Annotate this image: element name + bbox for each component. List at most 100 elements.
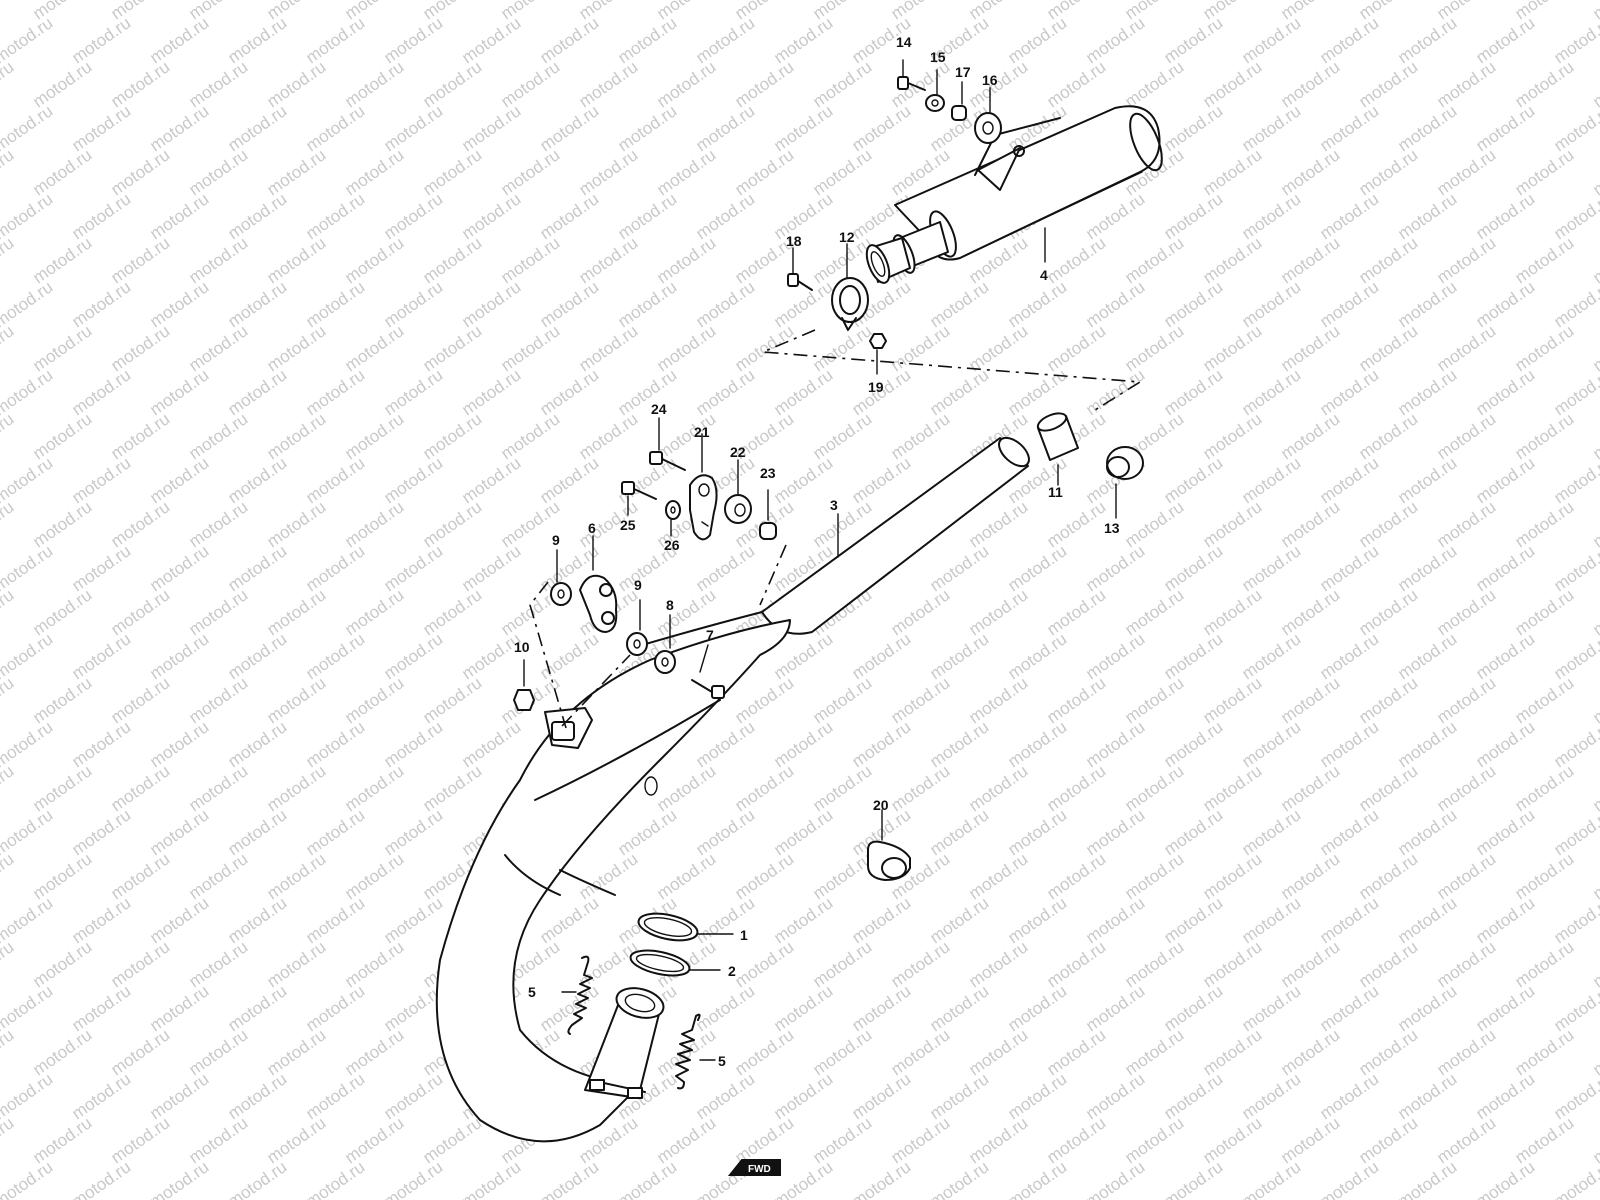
watermark-text: motod.ru <box>1238 101 1304 155</box>
watermark-text: motod.ru <box>692 1069 758 1123</box>
watermark-text: motod.ru <box>770 717 836 771</box>
watermark-text: motod.ru <box>1199 937 1265 991</box>
watermark-text: motod.ru <box>1043 1025 1109 1079</box>
watermark-text: motod.ru <box>68 805 134 859</box>
watermark-text: motod.ru <box>926 1069 992 1123</box>
callout-8: 8 <box>666 597 674 613</box>
watermark-text: motod.ru <box>458 101 524 155</box>
watermark-text: motod.ru <box>809 57 875 111</box>
watermark-text: motod.ru <box>692 365 758 419</box>
watermark-text: motod.ru <box>263 1113 329 1167</box>
watermark-text: motod.ru <box>926 629 992 683</box>
watermark-text: motod.ru <box>809 1113 875 1167</box>
watermark-text: motod.ru <box>263 937 329 991</box>
callout-25: 25 <box>620 517 636 533</box>
watermark-text: motod.ru <box>302 13 368 67</box>
watermark-text: motod.ru <box>380 717 446 771</box>
washer-26 <box>665 500 681 537</box>
watermark-text: motod.ru <box>263 1025 329 1079</box>
callout-5-right: 5 <box>718 1053 726 1069</box>
watermark-text: motod.ru <box>458 541 524 595</box>
watermark-text: motod.ru <box>263 497 329 551</box>
watermark-text: motod.ru <box>107 1025 173 1079</box>
watermark-text: motod.ru <box>1121 937 1187 991</box>
watermark-text: motod.ru <box>1433 409 1499 463</box>
watermark-text: motod.ru <box>0 1157 56 1200</box>
bolt-7 <box>691 644 725 699</box>
watermark-text: motod.ru <box>1589 233 1600 287</box>
watermark-text: motod.ru <box>731 761 797 815</box>
watermark-text: motod.ru <box>419 145 485 199</box>
watermark-text: motod.ru <box>0 0 17 23</box>
watermark-text: motod.ru <box>107 849 173 903</box>
watermark-text: motod.ru <box>185 409 251 463</box>
assembly-line-3 <box>529 581 567 729</box>
watermark-text: motod.ru <box>1433 1025 1499 1079</box>
watermark-text: motod.ru <box>1277 409 1343 463</box>
watermark-text: motod.ru <box>107 1113 173 1167</box>
watermark-text: motod.ru <box>1082 629 1148 683</box>
watermark-text: motod.ru <box>887 937 953 991</box>
watermark-text: motod.ru <box>185 673 251 727</box>
watermark-text: motod.ru <box>731 1025 797 1079</box>
watermark-text: motod.ru <box>1004 1157 1070 1200</box>
watermark-text: motod.ru <box>68 629 134 683</box>
watermark-text: motod.ru <box>887 761 953 815</box>
watermark-text: motod.ru <box>1394 277 1460 331</box>
watermark-text: motod.ru <box>185 321 251 375</box>
watermark-text: motod.ru <box>1121 321 1187 375</box>
watermark-text: motod.ru <box>1550 981 1600 1035</box>
watermark-text: motod.ru <box>419 761 485 815</box>
watermark-text: motod.ru <box>1004 13 1070 67</box>
watermark-text: motod.ru <box>224 101 290 155</box>
watermark-text: motod.ru <box>848 629 914 683</box>
watermark-text: motod.ru <box>1199 409 1265 463</box>
watermark-text: motod.ru <box>0 409 17 463</box>
watermark-text: motod.ru <box>107 57 173 111</box>
collar-23 <box>759 489 777 540</box>
watermark-text: motod.ru <box>1355 761 1421 815</box>
watermark-text: motod.ru <box>380 629 446 683</box>
watermark-text: motod.ru <box>380 1069 446 1123</box>
watermark-text: motod.ru <box>29 673 95 727</box>
watermark-text: motod.ru <box>1043 497 1109 551</box>
watermark-text: motod.ru <box>1511 585 1577 639</box>
watermark-text: motod.ru <box>692 805 758 859</box>
watermark-text: motod.ru <box>692 277 758 331</box>
watermark-text: motod.ru <box>1511 409 1577 463</box>
callout-9-lower: 9 <box>634 577 642 593</box>
bolt-25 <box>621 481 657 516</box>
callout-7: 7 <box>706 627 714 643</box>
watermark-text: motod.ru <box>1160 893 1226 947</box>
watermark-text: motod.ru <box>1082 189 1148 243</box>
watermark-text: motod.ru <box>341 849 407 903</box>
watermark-text: motod.ru <box>731 57 797 111</box>
bolt-24 <box>649 417 686 471</box>
watermark-text: motod.ru <box>848 717 914 771</box>
spring-5-left <box>561 955 593 1035</box>
watermark-text: motod.ru <box>380 453 446 507</box>
watermark-text: motod.ru <box>224 1069 290 1123</box>
callout-15: 15 <box>930 49 946 65</box>
watermark-text: motod.ru <box>146 541 212 595</box>
watermark-text: motod.ru <box>185 57 251 111</box>
watermark-text: motod.ru <box>1589 0 1600 23</box>
watermark-text: motod.ru <box>341 673 407 727</box>
watermark-text: motod.ru <box>1433 233 1499 287</box>
watermark-text: motod.ru <box>1160 1157 1226 1200</box>
watermark-text: motod.ru <box>263 761 329 815</box>
watermark-text: motod.ru <box>1511 937 1577 991</box>
watermark-text: motod.ru <box>536 365 602 419</box>
watermark-text: motod.ru <box>536 13 602 67</box>
callout-17: 17 <box>955 64 971 80</box>
watermark-text: motod.ru <box>1511 673 1577 727</box>
watermark-text: motod.ru <box>653 57 719 111</box>
watermark-text: motod.ru <box>887 673 953 727</box>
watermark-text: motod.ru <box>1472 541 1538 595</box>
watermark-text: motod.ru <box>29 57 95 111</box>
washer-9-upper <box>550 549 572 606</box>
callout-11: 11 <box>1048 484 1063 500</box>
watermark-text: motod.ru <box>224 13 290 67</box>
callout-9-upper: 9 <box>552 532 560 548</box>
watermark-text: motod.ru <box>1277 145 1343 199</box>
